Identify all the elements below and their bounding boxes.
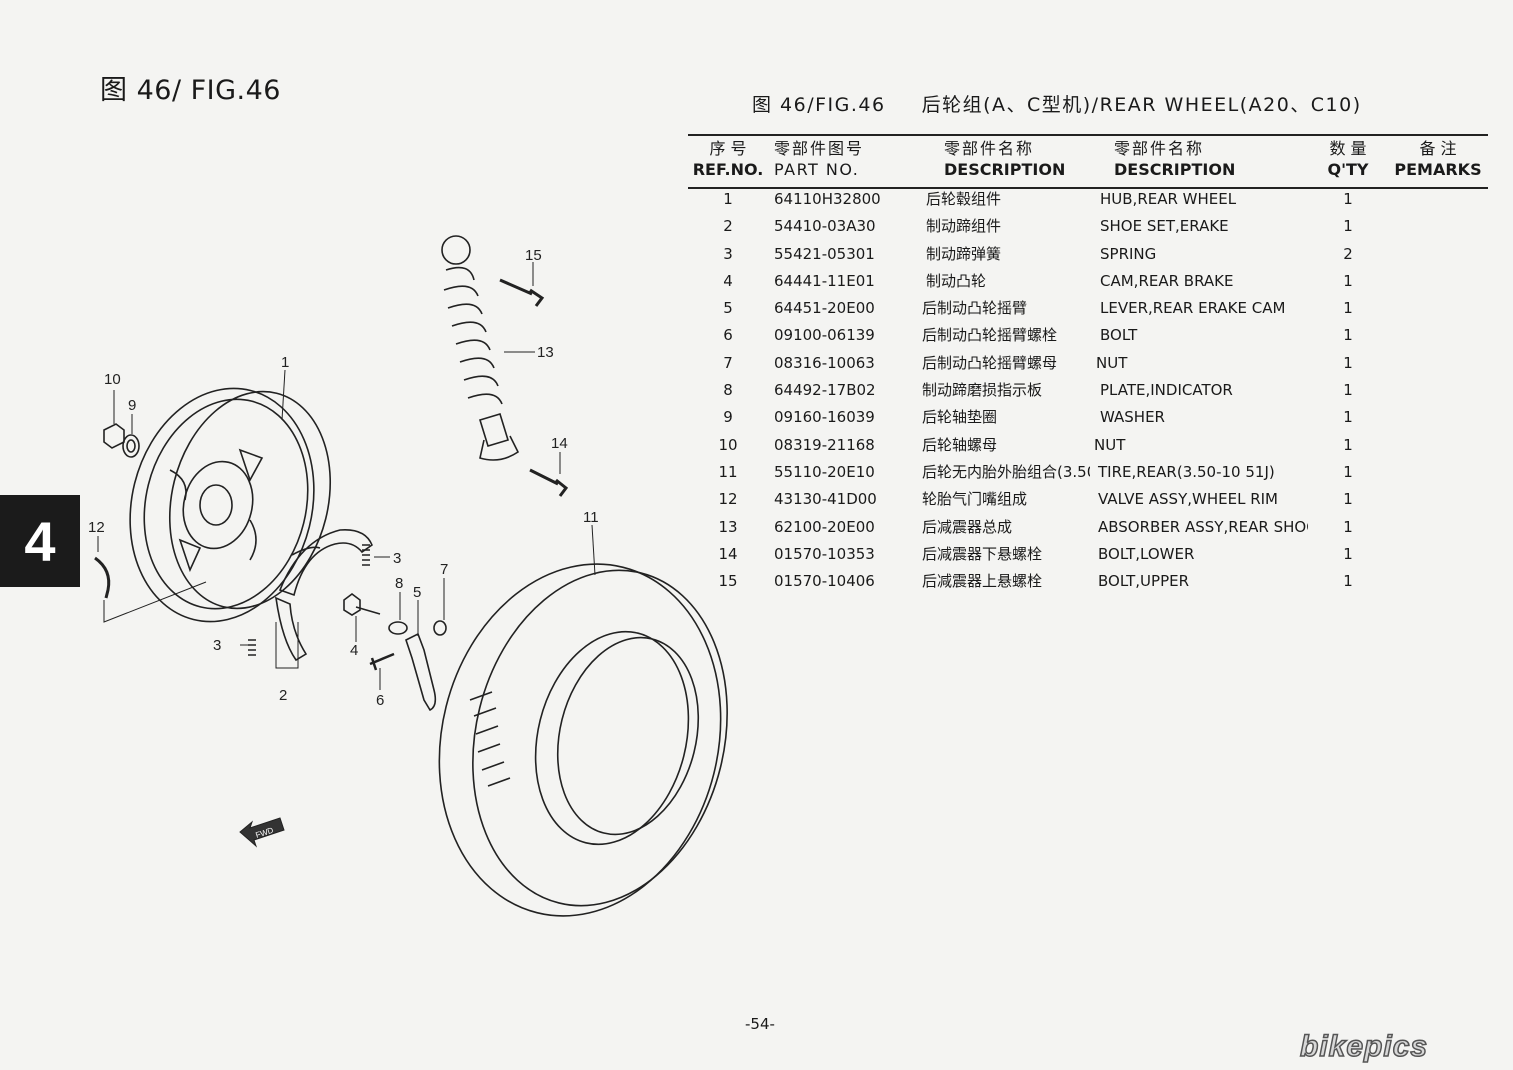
plate-indicator (388, 621, 408, 635)
table-top-rule (688, 134, 1488, 136)
lever-nut (433, 620, 447, 636)
fwd-arrow-icon: FWD (239, 817, 285, 848)
bolt-lower (529, 468, 569, 497)
callout-2: 2 (279, 687, 287, 704)
callout-3: 3 (213, 637, 221, 654)
brake-shoe-set (275, 528, 373, 662)
callout-4: 4 (350, 642, 358, 659)
callout-5: 5 (413, 584, 421, 601)
lever-bolt (369, 652, 395, 671)
brake-spring (248, 639, 256, 656)
figure-number: 图 46/FIG.46 (752, 94, 886, 116)
callout-15: 15 (525, 247, 542, 264)
callout-14: 14 (551, 435, 568, 452)
callout-6: 6 (376, 692, 384, 709)
section-tab: 4 (0, 495, 80, 587)
callout-1: 1 (281, 354, 289, 371)
callout-11: 11 (583, 509, 599, 526)
brake-cam (343, 593, 381, 616)
washer (122, 434, 140, 458)
callout-12: 12 (88, 519, 105, 536)
valve-assy (94, 556, 111, 599)
brake-spring (362, 544, 370, 566)
callout-13: 13 (537, 344, 554, 361)
watermark-logo: bikepics (1299, 1029, 1429, 1064)
tire-rear (438, 563, 728, 917)
figure-name: 后轮组(A、C型机)/REAR WHEEL(A20、C10) (921, 94, 1362, 116)
table-header-rule (688, 187, 1488, 189)
callout-8: 8 (395, 575, 403, 592)
figure-title-right: 图 46/FIG.46 后轮组(A、C型机)/REAR WHEEL(A20、C10… (752, 90, 1362, 117)
callout-7: 7 (440, 561, 448, 578)
callout-9: 9 (128, 397, 136, 414)
brake-cam-lever (405, 632, 437, 712)
rear-shock-absorber (441, 235, 520, 461)
axle-nut (103, 423, 125, 449)
page-number: -54- (745, 1015, 775, 1033)
callout-3: 3 (393, 550, 401, 567)
hub-rear-wheel (129, 387, 332, 623)
callout-10: 10 (104, 371, 121, 388)
bolt-upper (499, 278, 545, 307)
figure-title-left: 图 46/ FIG.46 (100, 75, 281, 106)
